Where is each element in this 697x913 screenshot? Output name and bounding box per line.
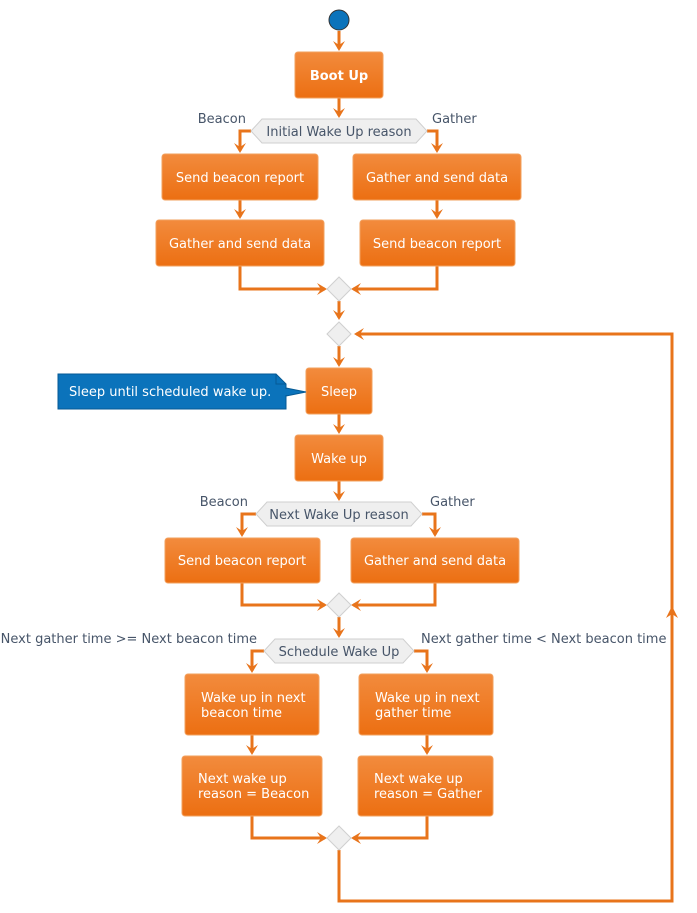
action-label: Send beacon report: [178, 554, 306, 569]
arrowhead-right: [317, 599, 327, 611]
action-init-send-beacon-right: Send beacon report: [359, 219, 516, 267]
note-text: Sleep until scheduled wake up.: [69, 385, 271, 400]
action-init-gather-send: Gather and send data: [155, 219, 325, 267]
start-node: [328, 9, 350, 31]
arrowhead-down: [333, 628, 345, 638]
action-next-gather-send: Gather and send data: [350, 537, 520, 584]
arrowhead-down: [333, 310, 345, 320]
decision-initial-reason: Initial Wake Up reason: [250, 118, 428, 144]
action-sleep: Sleep: [305, 367, 373, 415]
branch-label-sched-right: Next gather time < Next beacon time: [421, 632, 666, 647]
decision-label: Initial Wake Up reason: [266, 125, 411, 140]
arrowhead-down: [333, 357, 345, 367]
arrowhead-down: [236, 527, 248, 537]
arrowhead-down: [246, 745, 258, 755]
action-init-gather-send-right: Gather and send data: [352, 153, 522, 201]
action-label: Send beacon report: [176, 171, 304, 186]
action-label-line2: reason = Beacon: [198, 787, 309, 802]
edge-init-left: [238, 129, 251, 151]
arrowhead-down: [431, 143, 443, 153]
edge-init-right: [427, 129, 439, 151]
arrowhead-down: [333, 491, 345, 501]
action-reason-beacon: Next wake up reason = Beacon: [181, 755, 323, 817]
edge-sched-left: [250, 649, 264, 671]
arrowhead-down: [234, 143, 246, 153]
action-wake-next-gather: Wake up in next gather time: [358, 673, 494, 736]
arrowhead-left: [351, 599, 361, 611]
branch-label-next-beacon: Beacon: [200, 495, 248, 510]
decision-schedule: Schedule Wake Up: [263, 638, 415, 664]
arrowhead-down: [246, 663, 258, 673]
action-label-line1: Next wake up: [374, 772, 463, 787]
branch-label-init-beacon: Beacon: [198, 112, 246, 127]
action-label-line1: Next wake up: [198, 772, 287, 787]
edge-sched-right-merge: [353, 816, 429, 840]
action-next-send-beacon: Send beacon report: [164, 537, 321, 584]
action-label-line2: beacon time: [201, 706, 282, 721]
arrowhead-left: [354, 328, 364, 340]
edge-next-right-merge: [353, 583, 437, 607]
arrowhead-up: [666, 606, 678, 618]
arrowhead-down: [429, 527, 441, 537]
arrowhead-left: [351, 283, 361, 295]
action-label: Sleep: [321, 385, 357, 400]
action-label: Gather and send data: [169, 237, 311, 252]
merge-diamond-schedule: [326, 825, 352, 851]
action-label-line1: Wake up in next: [201, 691, 306, 706]
arrowhead-down: [333, 41, 345, 51]
arrowhead-right: [317, 283, 327, 295]
loop-diamond: [326, 321, 352, 347]
action-label: Boot Up: [310, 69, 368, 84]
arrowhead-down: [421, 663, 433, 673]
action-label: Gather and send data: [364, 554, 506, 569]
decision-label: Schedule Wake Up: [279, 645, 400, 660]
decision-label: Next Wake Up reason: [269, 508, 409, 523]
edges: [238, 31, 674, 903]
action-label: Wake up: [311, 452, 367, 467]
edge-init-right-merge: [353, 266, 439, 291]
edge-next-left: [240, 512, 256, 535]
arrowhead-down: [431, 209, 443, 219]
branch-label-init-gather: Gather: [432, 112, 477, 127]
action-label: Send beacon report: [373, 237, 501, 252]
action-wake-next-beacon: Wake up in next beacon time: [184, 673, 320, 736]
action-boot-up: Boot Up: [294, 51, 384, 99]
edge-sched-right: [414, 649, 429, 671]
arrowhead-down: [333, 108, 345, 118]
action-init-send-beacon: Send beacon report: [161, 153, 319, 201]
merge-diamond-next: [326, 592, 352, 618]
action-label-line2: gather time: [375, 706, 451, 721]
edge-next-left-merge: [240, 583, 325, 607]
edge-loop-back: [337, 332, 674, 903]
edge-next-right: [422, 512, 437, 535]
action-reason-gather: Next wake up reason = Gather: [357, 755, 494, 817]
arrowhead-right: [317, 832, 327, 844]
note-sleep: Sleep until scheduled wake up.: [57, 373, 307, 410]
action-label: Gather and send data: [366, 171, 508, 186]
arrowhead-down: [333, 424, 345, 434]
arrowheads: [234, 41, 678, 844]
action-label-line1: Wake up in next: [375, 691, 480, 706]
branch-label-next-gather: Gather: [430, 495, 475, 510]
action-label-line2: reason = Gather: [374, 787, 483, 802]
arrowhead-down: [234, 209, 246, 219]
edge-sched-left-merge: [250, 816, 325, 840]
merge-diamond-init: [326, 276, 352, 302]
arrowhead-left: [351, 832, 361, 844]
action-wake-up: Wake up: [294, 434, 384, 482]
arrowhead-down: [421, 745, 433, 755]
branch-label-sched-left: Next gather time >= Next beacon time: [1, 632, 257, 647]
edge-init-left-merge: [238, 266, 325, 291]
decision-next-reason: Next Wake Up reason: [255, 501, 423, 527]
